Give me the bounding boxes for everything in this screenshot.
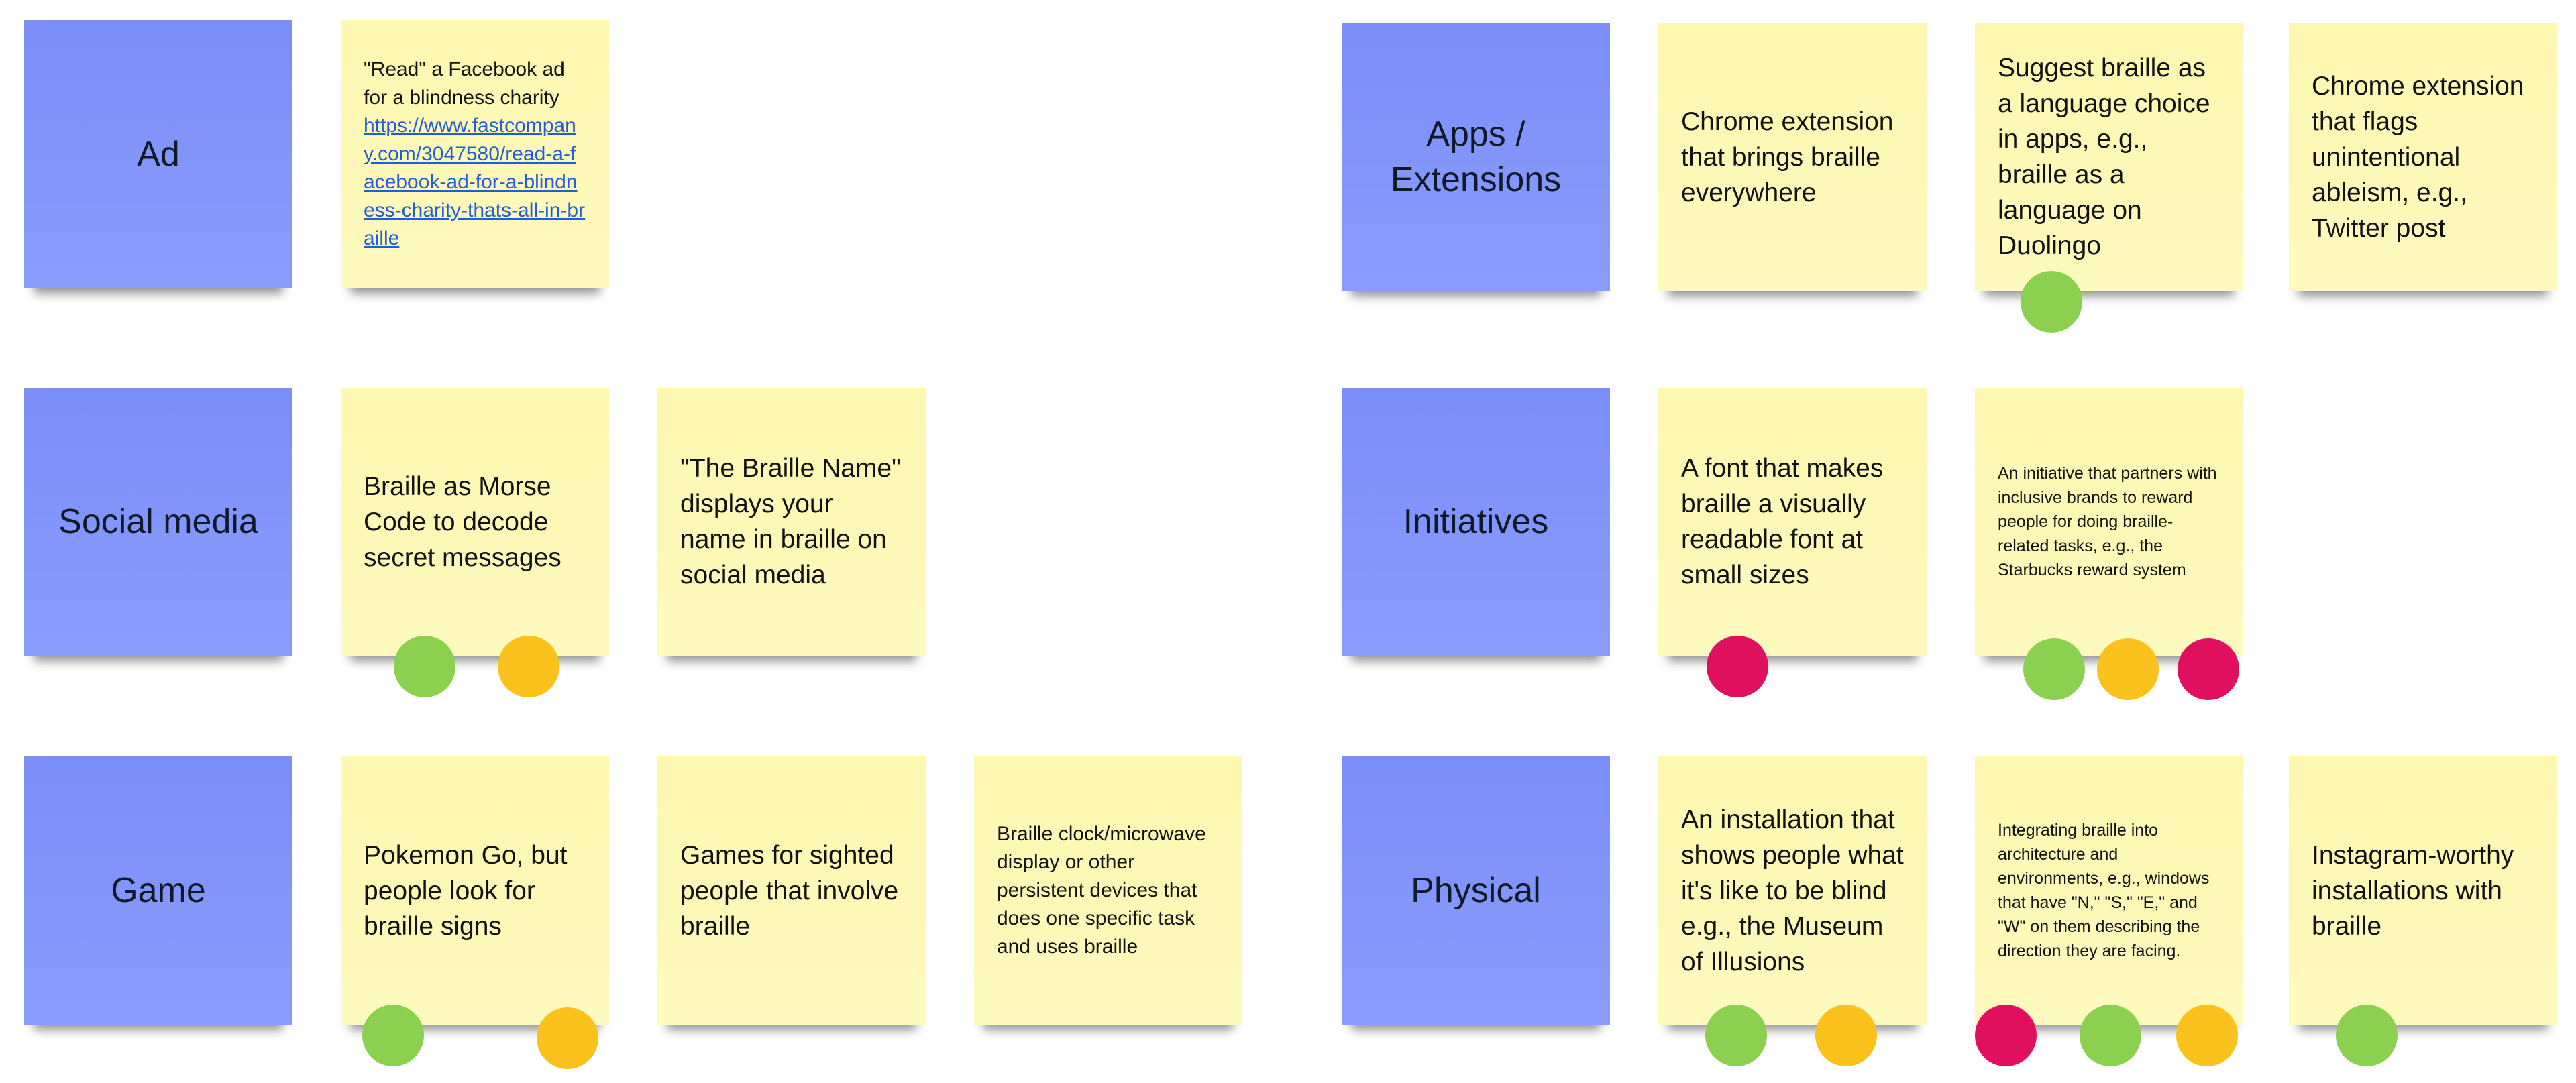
vote-dot-red[interactable] [1707,636,1768,697]
note-text: "Read" a Facebook ad for a blindness cha… [364,58,565,109]
note-text: An installation that shows people what i… [1681,805,1904,976]
vote-dot-yellow[interactable] [2097,638,2159,700]
category-label: Physical [1411,871,1541,910]
idea-note-language-choice[interactable]: Suggest braille as a language choice in … [1975,23,2243,291]
note-text: "The Braille Name" displays your name in… [680,454,901,589]
idea-note-chrome-ableism[interactable]: Chrome extension that flags unintentiona… [2289,23,2557,291]
vote-dot-green[interactable] [2021,271,2082,333]
category-label-line1: Apps / [1426,115,1525,154]
vote-dot-green[interactable] [2023,638,2085,700]
category-physical[interactable]: Physical [1342,756,1610,1025]
idea-note-instagram-installations[interactable]: Instagram-worthy installations with brai… [2289,756,2557,1025]
category-label-line2: Extensions [1390,160,1562,199]
category-label: Ad [137,135,180,174]
category-ad[interactable]: Ad [24,20,292,288]
vote-dot-yellow[interactable] [2176,1005,2238,1066]
note-text: A font that makes braille a visually rea… [1681,454,1884,589]
vote-dot-yellow[interactable] [498,636,559,697]
note-text: Instagram-worthy installations with brai… [2312,840,2514,941]
category-label: Apps / Extensions [1391,111,1561,203]
idea-note-architecture[interactable]: Integrating braille into architecture an… [1975,756,2243,1025]
note-text: Pokemon Go, but people look for braille … [364,840,568,941]
category-game[interactable]: Game [24,756,292,1025]
idea-note-braille-clock[interactable]: Braille clock/microwave display or other… [974,756,1242,1025]
note-text: Chrome extension that flags unintentiona… [2312,71,2524,243]
note-text: Suggest braille as a language choice in … [1998,54,2210,260]
vote-dot-red[interactable] [2178,638,2239,700]
vote-dot-green[interactable] [394,636,455,697]
note-text: Braille as Morse Code to decode secret m… [364,471,561,572]
category-label: Game [111,871,206,910]
note-text: Chrome extension that brings braille eve… [1681,107,1894,207]
idea-note-readable-font[interactable]: A font that makes braille a visually rea… [1658,388,1927,656]
category-initiatives[interactable]: Initiatives [1342,388,1610,656]
note-text: Integrating braille into architecture an… [1998,821,2210,960]
category-label: Social media [58,502,258,541]
idea-note-facebook-ad[interactable]: "Read" a Facebook ad for a blindness cha… [341,20,609,288]
vote-dot-green[interactable] [2336,1005,2398,1066]
note-text: Games for sighted people that involve br… [680,840,899,941]
idea-note-morse-code[interactable]: Braille as Morse Code to decode secret m… [341,388,609,656]
idea-note-inclusive-brands[interactable]: An initiative that partners with inclusi… [1975,388,2243,656]
vote-dot-yellow[interactable] [1815,1005,1877,1066]
idea-note-braille-name[interactable]: "The Braille Name" displays your name in… [657,388,926,656]
note-text: An initiative that partners with inclusi… [1998,464,2217,579]
note-link[interactable]: https://www.fastcompany.com/3047580/read… [364,115,586,249]
note-text: Braille clock/microwave display or other… [997,823,1206,958]
vote-dot-yellow[interactable] [537,1007,598,1069]
idea-note-pokemon-go[interactable]: Pokemon Go, but people look for braille … [341,756,609,1025]
idea-note-games-sighted[interactable]: Games for sighted people that involve br… [657,756,926,1025]
vote-dot-green[interactable] [2080,1005,2141,1066]
vote-dot-green[interactable] [1705,1005,1767,1066]
idea-note-chrome-braille[interactable]: Chrome extension that brings braille eve… [1658,23,1927,291]
category-social-media[interactable]: Social media [24,388,292,656]
vote-dot-green[interactable] [362,1005,424,1066]
category-apps-extensions[interactable]: Apps / Extensions [1342,23,1610,291]
vote-dot-red[interactable] [1975,1005,2037,1066]
idea-note-installation-blind[interactable]: An installation that shows people what i… [1658,756,1927,1025]
category-label: Initiatives [1403,502,1549,541]
